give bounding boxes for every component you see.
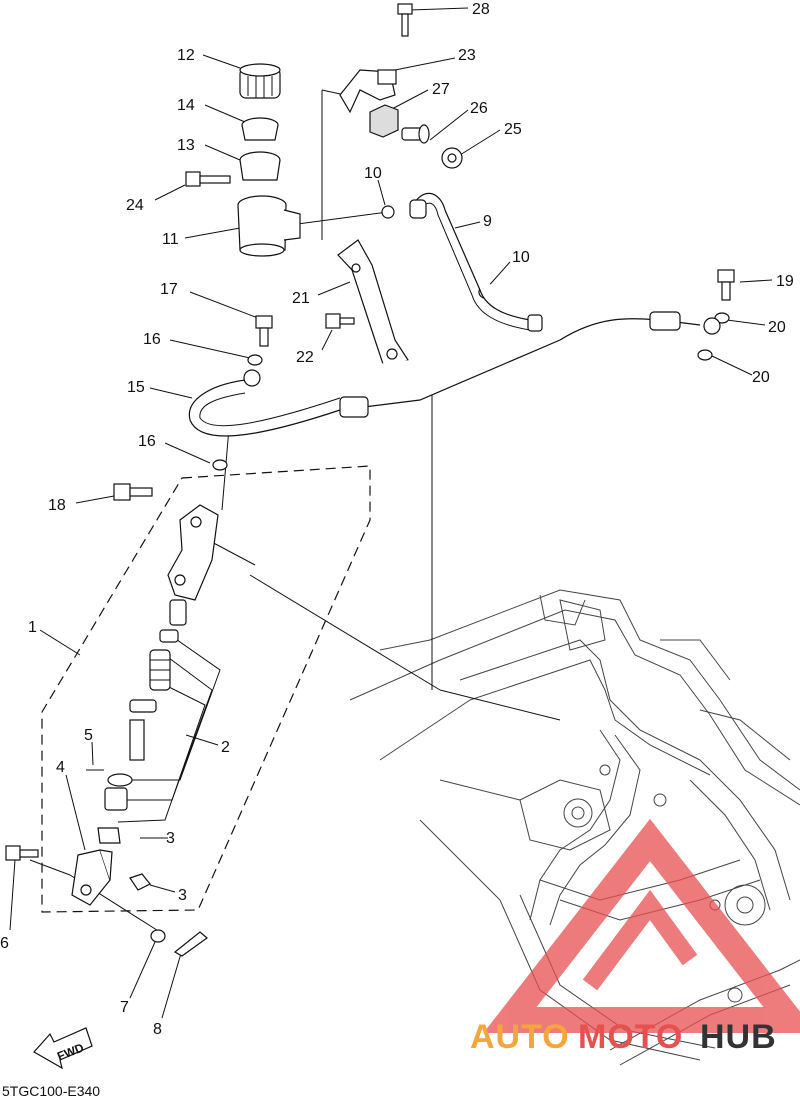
diagram-code: 5TGC100-E340 xyxy=(2,1083,100,1099)
washer-7 xyxy=(150,929,166,943)
callout-3b: 3 xyxy=(178,887,187,904)
clevis-4 xyxy=(71,849,113,906)
callout-16a: 16 xyxy=(143,331,161,348)
assembly-outline xyxy=(41,465,371,913)
callout-9: 9 xyxy=(483,213,492,230)
cotter-pin-8 xyxy=(173,931,208,957)
bolt-6 xyxy=(5,845,39,861)
hose-15 xyxy=(188,311,721,437)
callout-3a: 3 xyxy=(166,830,175,847)
callout-5: 5 xyxy=(84,727,93,744)
watermark-hub: HUB xyxy=(700,1018,777,1056)
bolt-19 xyxy=(717,269,735,301)
callout-12: 12 xyxy=(177,47,195,64)
watermark-moto: MOTO xyxy=(578,1018,683,1056)
nut-3 xyxy=(129,873,151,891)
diaphragm-holder-14 xyxy=(241,117,279,141)
bolt-24 xyxy=(185,171,231,187)
callout-24: 24 xyxy=(126,197,144,214)
callout-11: 11 xyxy=(162,231,179,248)
nut-25 xyxy=(441,147,463,169)
callout-7: 7 xyxy=(120,999,129,1016)
motorcycle-frame xyxy=(349,589,800,1066)
bolt-28 xyxy=(397,3,413,37)
callout-23: 23 xyxy=(458,47,476,64)
fwd-arrow-icon: FWD xyxy=(33,1027,93,1070)
master-cylinder-11 xyxy=(237,195,301,257)
bolt-17 xyxy=(255,315,273,347)
damper-27 xyxy=(369,104,399,138)
callout-20a: 20 xyxy=(768,319,786,336)
reservoir-cap-12 xyxy=(239,63,281,99)
diaphragm-13 xyxy=(239,151,281,181)
callout-14: 14 xyxy=(177,97,195,114)
watermark-auto: AUTO xyxy=(470,1018,570,1056)
callout-21: 21 xyxy=(292,290,310,307)
callout-1: 1 xyxy=(28,619,37,636)
callout-19: 19 xyxy=(776,273,794,290)
bolt-18 xyxy=(113,483,153,501)
guard-21 xyxy=(337,239,409,371)
slave-cylinder xyxy=(97,504,219,844)
bolt-22 xyxy=(325,313,355,329)
callout-26: 26 xyxy=(470,100,488,117)
callout-20b: 20 xyxy=(752,369,770,386)
callout-27: 27 xyxy=(432,81,450,98)
collar-26 xyxy=(401,124,430,144)
callout-16b: 16 xyxy=(138,433,156,450)
callout-10b: 10 xyxy=(512,249,530,266)
callout-17: 17 xyxy=(160,281,178,298)
hose-9 xyxy=(409,192,543,332)
callout-25: 25 xyxy=(504,121,522,138)
watermark-text: AUTO MOTO HUB xyxy=(470,1018,777,1056)
callout-4: 4 xyxy=(56,759,65,776)
callout-13: 13 xyxy=(177,137,195,154)
callout-28: 28 xyxy=(472,1,490,18)
callout-10a: 10 xyxy=(364,165,382,182)
callout-18: 18 xyxy=(48,497,66,514)
callout-2: 2 xyxy=(221,739,230,756)
callout-labels: 28 23 12 27 14 26 25 13 10 24 9 11 10 19… xyxy=(0,1,794,1038)
bracket-23 xyxy=(339,69,397,114)
leader-lines xyxy=(9,7,773,1019)
callout-8: 8 xyxy=(153,1021,162,1038)
washer-20 xyxy=(697,312,730,361)
callout-6: 6 xyxy=(0,935,9,952)
washer-16 xyxy=(212,354,263,471)
callout-15: 15 xyxy=(127,379,145,396)
callout-22: 22 xyxy=(296,349,314,366)
watermark-logo xyxy=(483,818,800,1033)
